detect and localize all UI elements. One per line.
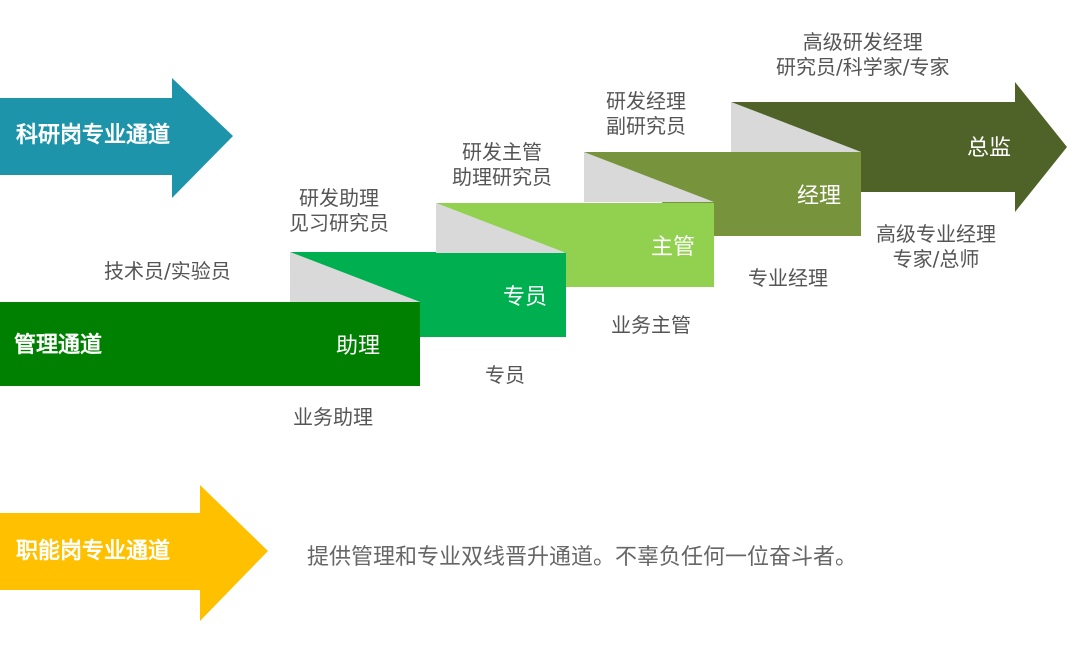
step-bar-4-body (714, 152, 861, 236)
research-track-label: 科研岗专业通道 (16, 123, 171, 148)
step-fold-2-top (436, 203, 566, 253)
functional-label-2-line-1: 专员 (485, 363, 525, 387)
step-bar-1 (0, 302, 420, 386)
step-fold-3-top (584, 152, 714, 202)
research-label-4: 研发经理 副研究员 (606, 89, 686, 139)
research-label-3-line-2: 助理研究员 (452, 165, 552, 189)
functional-label-3-line-1: 业务主管 (611, 313, 691, 337)
step-label-2: 专员 (503, 285, 548, 310)
step-label-5: 总监 (967, 136, 1012, 161)
step-label-4: 经理 (797, 184, 842, 209)
functional-label-5-line-1: 高级专业经理 (876, 222, 996, 246)
research-track-arrow (0, 78, 233, 198)
research-label-5: 高级研发经理 研究员/科学家/专家 (776, 30, 949, 80)
step-bar-2-top (290, 252, 566, 302)
functional-label-5-line-2: 专家/总师 (892, 247, 980, 271)
slogan-text: 提供管理和专业双线晋升通道。不辜负任何一位奋斗者。 (307, 545, 858, 570)
step-fold-1-top (290, 252, 420, 302)
functional-track-label: 职能岗专业通道 (16, 539, 171, 564)
research-label-1: 技术员/实验员 (104, 259, 231, 284)
functional-track-arrow (0, 485, 268, 621)
step-bar-3-top (436, 203, 714, 253)
functional-label-1-line-1: 业务助理 (293, 405, 373, 429)
step-fold-4-top (731, 102, 861, 152)
research-label-2: 研发助理 见习研究员 (289, 186, 389, 236)
research-label-2-line-1: 研发助理 (299, 186, 379, 210)
research-label-2-line-2: 见习研究员 (289, 211, 389, 235)
research-label-3: 研发主管 助理研究员 (452, 140, 552, 190)
functional-label-3: 业务主管 (611, 313, 691, 338)
research-label-1-line-1: 技术员/实验员 (104, 259, 231, 283)
step-bar-5 (731, 82, 1067, 212)
management-track-label: 管理通道 (14, 333, 103, 358)
functional-label-1: 业务助理 (293, 405, 373, 430)
step-label-3: 主管 (651, 235, 696, 260)
research-label-3-line-1: 研发主管 (462, 140, 542, 164)
functional-label-5: 高级专业经理 专家/总师 (876, 222, 996, 272)
research-label-5-line-2: 研究员/科学家/专家 (776, 55, 950, 79)
functional-label-4-line-1: 专业经理 (748, 266, 828, 290)
step-label-1: 助理 (336, 334, 381, 359)
functional-label-2: 专员 (485, 363, 525, 388)
functional-label-4: 专业经理 (748, 266, 828, 291)
research-label-4-line-1: 研发经理 (606, 89, 686, 113)
research-label-4-line-2: 副研究员 (606, 114, 686, 138)
research-label-5-line-1: 高级研发经理 (802, 30, 923, 54)
